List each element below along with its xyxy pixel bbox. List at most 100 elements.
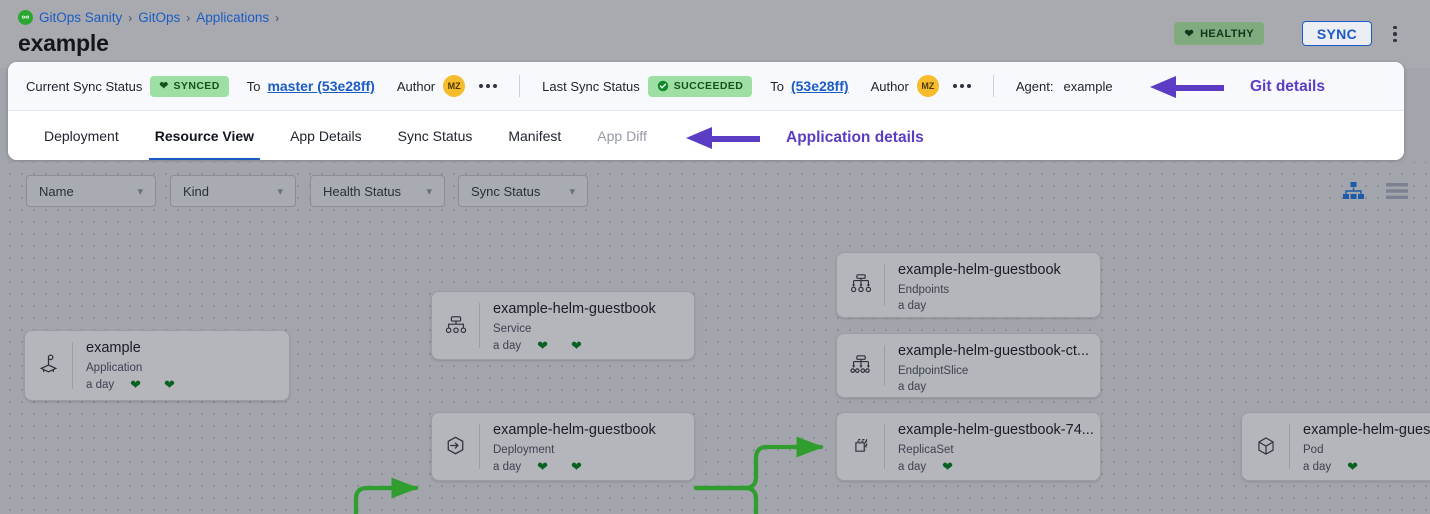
graph-node-endpoints[interactable]: example-helm-guestbook Endpoints a day (836, 252, 1101, 318)
endpoints-icon (837, 253, 884, 317)
agent-value: example (1063, 78, 1113, 94)
sync-heart-icon: ❤ (571, 338, 582, 353)
tree-view-icon[interactable] (1343, 182, 1364, 205)
chevron-down-icon: ▾ (426, 185, 432, 198)
graph-node-replicaset[interactable]: example-helm-guestbook-74... ReplicaSet … (836, 412, 1101, 481)
dot (952, 84, 957, 88)
filter-kind-dropdown[interactable]: Kind ▾ (170, 175, 296, 207)
deployment-icon (432, 413, 479, 480)
node-age: a day (493, 339, 522, 352)
health-badge-label: HEALTHY (1200, 27, 1254, 40)
dot (1393, 32, 1397, 36)
view-toggle-group (1343, 182, 1408, 205)
breadcrumb-separator: › (186, 10, 191, 25)
dot (479, 84, 484, 88)
last-revision-link[interactable]: (53e28ff) (790, 78, 849, 94)
pod-icon (1242, 413, 1289, 480)
kebab-menu-icon[interactable] (1386, 22, 1404, 46)
sync-heart-icon: ❤ (571, 459, 582, 474)
filter-kind-label: Kind (183, 183, 210, 199)
endpointslice-icon (837, 334, 884, 397)
current-sync-status-badge-label: SYNCED (173, 80, 220, 92)
service-icon (432, 292, 479, 359)
breadcrumb-item-gitops-sanity[interactable]: GitOps Sanity (39, 10, 123, 25)
list-view-icon[interactable] (1386, 182, 1408, 205)
breadcrumb-item-gitops[interactable]: GitOps (138, 10, 181, 25)
divider (992, 75, 994, 97)
health-heart-icon: ❤ (1347, 459, 1359, 474)
page-title: example (18, 30, 109, 56)
node-kind: EndpointSlice (898, 365, 969, 377)
divider (479, 303, 480, 348)
divider (884, 264, 885, 306)
dot (966, 84, 971, 88)
filter-name-dropdown[interactable]: Name ▾ (26, 175, 156, 207)
health-heart-icon: ❤ (942, 459, 954, 474)
last-sync-status-badge-label: SUCCEEDED (673, 80, 744, 92)
last-author-label: Author (870, 78, 909, 94)
node-title: example-helm-guest (1303, 422, 1430, 438)
node-age: a day (1303, 460, 1332, 473)
node-title: example (86, 340, 141, 356)
current-sync-more-icon[interactable] (479, 84, 498, 88)
current-to-label: To (246, 78, 261, 94)
avatar[interactable]: MZ (916, 75, 939, 97)
tab-resource-view[interactable]: Resource View (137, 111, 272, 160)
filter-health-status-label: Health Status (323, 183, 402, 199)
resource-graph-canvas[interactable]: Name ▾ Kind ▾ Health Status ▾ Sync Statu… (0, 162, 1430, 514)
tab-manifest[interactable]: Manifest (508, 127, 562, 144)
replicaset-icon (837, 413, 884, 480)
agent-label: Agent: (1015, 78, 1054, 94)
graph-node-application[interactable]: example Application a day ❤ ❤ (24, 330, 290, 401)
last-sync-status-label: Last Sync Status (542, 78, 640, 94)
sync-button[interactable]: SYNC (1301, 21, 1372, 46)
divider (884, 424, 885, 469)
filter-sync-status-dropdown[interactable]: Sync Status ▾ (458, 175, 588, 207)
tab-deployment[interactable]: Deployment (44, 127, 119, 144)
edge-app-to-service (353, 477, 419, 514)
check-circle-icon (657, 80, 669, 92)
filter-health-status-dropdown[interactable]: Health Status ▾ (310, 175, 445, 207)
node-title: example-helm-guestbook (898, 262, 1061, 278)
node-kind: Deployment (493, 444, 555, 456)
dot (1393, 25, 1397, 30)
health-heart-icon: ❤ (537, 338, 549, 353)
status-badge-healthy: ❤ HEALTHY (1174, 22, 1264, 45)
app-summary-card: Current Sync Status ❤ SYNCED To master (… (8, 62, 1404, 160)
node-kind: Application (86, 362, 143, 374)
current-revision-link[interactable]: master (53e28ff) (267, 78, 375, 94)
breadcrumb-item-applications[interactable]: Applications (196, 10, 270, 25)
node-age: a day (898, 300, 927, 312)
tab-app-details[interactable]: App Details (290, 127, 362, 144)
avatar[interactable]: MZ (443, 75, 466, 97)
breadcrumb: GitOps Sanity › GitOps › Applications › (18, 10, 279, 25)
graph-node-service[interactable]: example-helm-guestbook Service a day ❤ ❤ (431, 291, 695, 360)
divider (479, 424, 480, 469)
chevron-down-icon: ▾ (569, 185, 575, 198)
tab-app-diff[interactable]: App Diff (597, 127, 647, 144)
filter-sync-status-label: Sync Status (471, 183, 541, 199)
graph-node-deployment[interactable]: example-helm-guestbook Deployment a day … (431, 412, 695, 481)
chevron-down-icon: ▾ (137, 185, 143, 198)
last-sync-status-badge: SUCCEEDED (647, 75, 753, 97)
breadcrumb-separator: › (275, 10, 280, 25)
graph-node-endpointslice[interactable]: example-helm-guestbook-ct... EndpointSli… (836, 333, 1101, 398)
sync-status-bar: Current Sync Status ❤ SYNCED To master (… (8, 62, 1404, 111)
health-heart-icon: ❤ (130, 377, 142, 392)
node-title: example-helm-guestbook-74... (898, 422, 1094, 438)
last-sync-more-icon[interactable] (952, 84, 971, 88)
node-title: example-helm-guestbook (493, 422, 656, 438)
divider (72, 342, 73, 389)
divider (884, 345, 885, 386)
filter-bar: Name ▾ Kind ▾ Health Status ▾ Sync Statu… (0, 162, 1430, 218)
heart-icon: ❤ (1184, 28, 1195, 40)
node-age: a day (86, 378, 115, 391)
health-heart-icon: ❤ (537, 459, 549, 474)
node-title: example-helm-guestbook-ct... (898, 343, 1089, 359)
node-age: a day (898, 381, 927, 393)
dot (1393, 38, 1397, 43)
graph-node-pod[interactable]: example-helm-guest Pod a day ❤ (1241, 412, 1430, 481)
node-kind: ReplicaSet (898, 444, 954, 456)
tab-bar: Deployment Resource View App Details Syn… (8, 111, 1404, 160)
tab-sync-status[interactable]: Sync Status (397, 127, 473, 144)
